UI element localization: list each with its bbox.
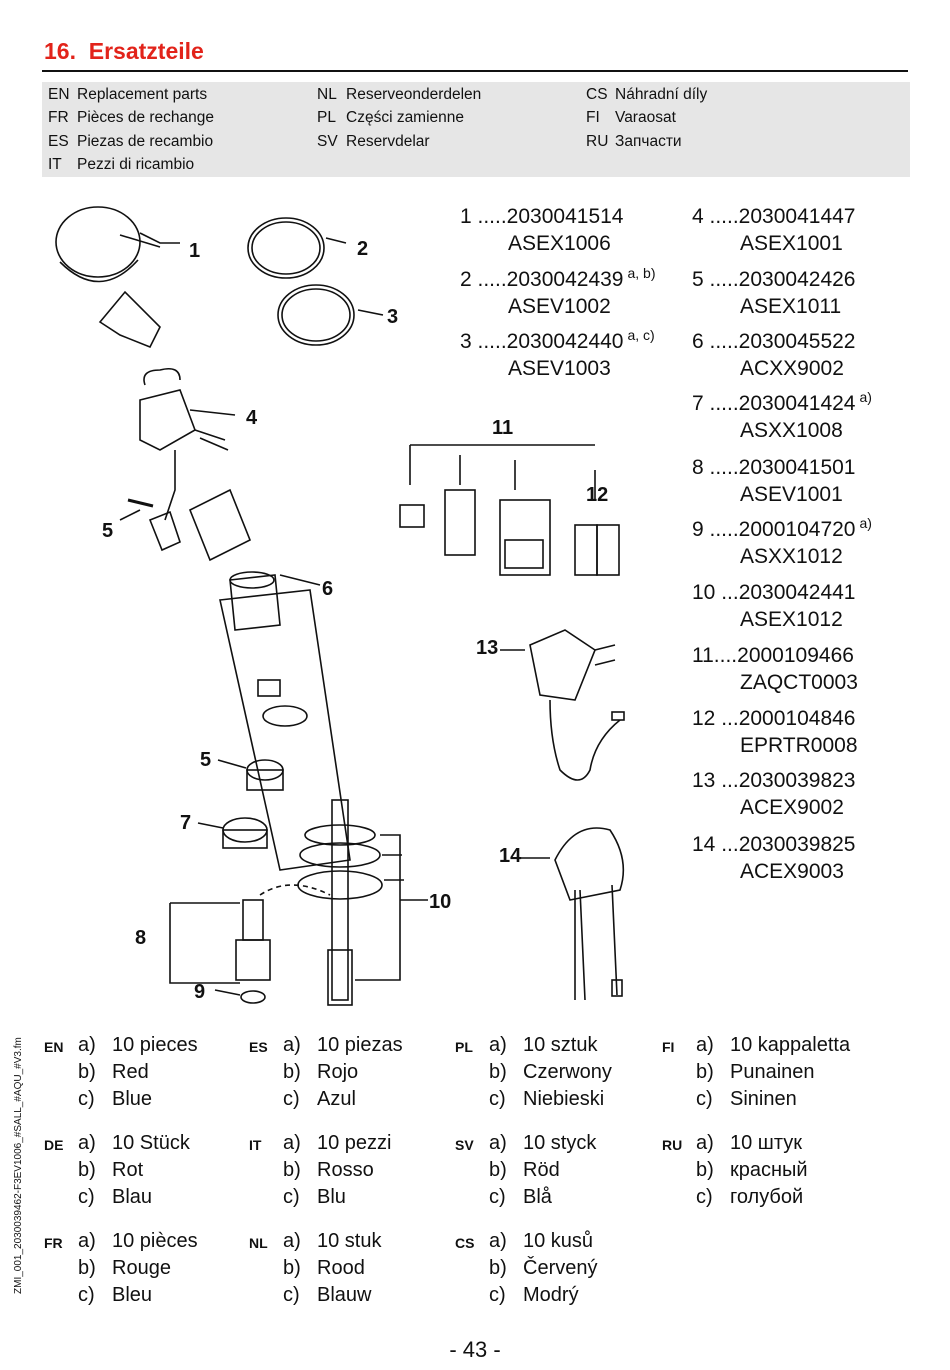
callout-5b: 5 [200, 749, 212, 771]
callout-1: 1 [189, 240, 201, 262]
callout-11: 11 [492, 417, 514, 439]
o-ring-3 [277, 284, 355, 346]
o-ring-2 [247, 217, 325, 279]
section-heading: Ersatzteile [88, 38, 204, 64]
cap-part [55, 206, 141, 278]
callout-6: 6 [322, 578, 334, 600]
language-box [42, 82, 910, 177]
valve-part [229, 574, 281, 631]
callout-10: 10 [429, 891, 452, 913]
callout-13: 13 [476, 637, 499, 659]
cable-cap [554, 827, 625, 901]
callout-5: 5 [102, 520, 114, 542]
callout-2: 2 [357, 238, 369, 260]
sensor-module [139, 389, 196, 451]
faucet-body [219, 589, 351, 871]
clip-part [98, 290, 161, 349]
callout-9: 9 [194, 981, 206, 1003]
callout-7: 7 [180, 812, 192, 834]
section-number: 16. [44, 38, 76, 64]
charger [529, 629, 596, 701]
battery-box [499, 499, 551, 576]
callout-12: 12 [586, 484, 609, 506]
callout-14: 14 [499, 845, 522, 867]
callout-4: 4 [246, 407, 258, 429]
title-rule [42, 70, 908, 72]
callout-8: 8 [135, 927, 147, 949]
page-number: - 43 - [449, 1337, 501, 1362]
callout-3: 3 [387, 306, 399, 328]
section-title: 16. Ersatzteile [44, 38, 204, 65]
battery-cell [574, 524, 598, 576]
bracket-part [444, 489, 476, 556]
connector-part [188, 488, 252, 562]
